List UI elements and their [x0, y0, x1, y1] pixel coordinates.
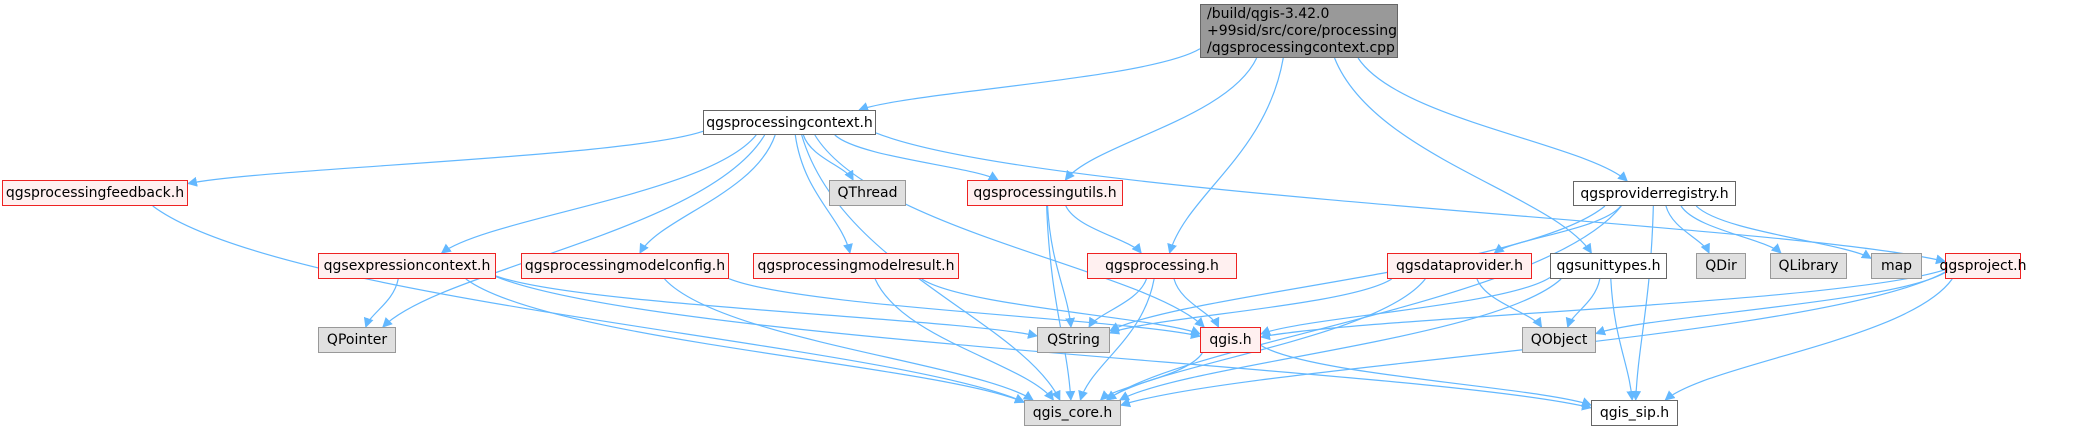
node-qdir[interactable]: QDir [1696, 253, 1746, 279]
node-label: qgis_sip.h [1599, 405, 1670, 421]
edge-ctx-to-qgis [814, 134, 1205, 328]
node-label: map [1880, 258, 1913, 274]
edge-ctx-to-qpointer [382, 134, 766, 328]
node-label: qgsprocessingmodelconfig.h [524, 258, 726, 274]
node-feedback[interactable]: qgsprocessingfeedback.h [2, 180, 188, 206]
node-modelconfig[interactable]: qgsprocessingmodelconfig.h [521, 253, 729, 279]
edge-qgis-to-sip [1260, 344, 1592, 407]
edge-root-to-utils [1064, 57, 1258, 181]
edge-modelconfig-to-qgis [728, 278, 1201, 340]
edge-root-to-unittypes [1334, 57, 1592, 254]
node-root[interactable]: /build/qgis-3.42.0+99sid/src/core/proces… [1200, 4, 1398, 58]
edge-project-to-sip [1664, 278, 1953, 401]
edge-root-to-registry [1357, 57, 1628, 182]
edge-exprctx-to-qpointer [363, 278, 399, 328]
edge-registry-to-dataprovider [1493, 205, 1622, 254]
node-label: QDir [1705, 258, 1737, 274]
edge-registry-to-sip [1631, 205, 1654, 401]
node-unittypes[interactable]: qgsunittypes.h [1550, 253, 1667, 279]
edge-unittypes-to-qgis [1260, 276, 1551, 336]
edge-unittypes-to-qobject [1565, 278, 1601, 328]
node-label: qgis.h [1209, 332, 1252, 348]
edge-exprctx-to-core [465, 278, 1025, 404]
node-core[interactable]: qgis_core.h [1024, 400, 1121, 426]
root-label-line: /build/qgis-3.42.0 [1207, 5, 1330, 22]
edge-ctx-to-core [801, 134, 1061, 401]
edge-registry-to-qdir [1665, 205, 1710, 254]
edge-ctx-to-modelconfig [639, 134, 776, 254]
node-label: qgsprocessingmodelresult.h [757, 258, 955, 274]
node-label: qgsproviderregistry.h [1580, 185, 1729, 202]
node-map[interactable]: map [1871, 253, 1922, 279]
node-exprctx[interactable]: qgsexpressioncontext.h [318, 253, 496, 279]
node-qobject[interactable]: QObject [1522, 327, 1596, 353]
edge-modelresult-to-qgis [921, 278, 1201, 336]
edge-unittypes-to-core [1119, 278, 1562, 401]
edge-modelresult-to-core [874, 278, 1054, 401]
node-sip[interactable]: qgis_sip.h [1591, 400, 1678, 426]
node-label: QPointer [326, 332, 388, 348]
node-dataprovider[interactable]: qgsdataprovider.h [1387, 253, 1532, 279]
node-ctx[interactable]: qgsprocessingcontext.h [703, 110, 876, 135]
node-label: qgsdataprovider.h [1396, 258, 1523, 274]
node-utils[interactable]: qgsprocessingutils.h [967, 180, 1123, 206]
edge-modelconfig-to-core [664, 278, 1034, 401]
node-label: qgsproject.h [1939, 258, 2027, 274]
edge-ctx-to-feedback [187, 130, 704, 187]
edge-utils-to-core [1046, 205, 1076, 401]
edge-ctx-to-project [875, 132, 1946, 265]
edge-project-to-qobject [1595, 272, 1946, 336]
edge-registry-to-map [1695, 205, 1872, 259]
node-qlibrary[interactable]: QLibrary [1770, 253, 1847, 279]
edge-project-to-qgis [1260, 269, 1946, 341]
node-label: QString [1047, 332, 1100, 348]
edge-ctx-to-modelresult [794, 134, 853, 254]
edge-exprctx-to-qstring [495, 275, 1038, 339]
node-label: qgsunittypes.h [1556, 258, 1661, 274]
node-modelresult[interactable]: qgsprocessingmodelresult.h [753, 253, 959, 279]
edge-root-to-processing [1167, 57, 1284, 254]
edge-unittypes-to-sip [1610, 278, 1637, 401]
node-label: qgsprocessing.h [1105, 258, 1219, 274]
node-registry[interactable]: qgsproviderregistry.h [1573, 181, 1736, 206]
node-processing[interactable]: qgsprocessing.h [1087, 253, 1237, 279]
node-qgis[interactable]: qgis.h [1200, 327, 1261, 353]
edge-qgis-to-core [1099, 352, 1203, 401]
edge-dataprovider-to-qstring [1109, 278, 1393, 335]
root-label-line: /qgsprocessingcontext.cpp [1207, 39, 1395, 56]
edge-registry-to-qstring [1109, 205, 1606, 332]
edge-ctx-to-qthread [802, 134, 854, 181]
edge-registry-to-qlibrary [1680, 205, 1782, 254]
edge-root-to-ctx [858, 48, 1201, 112]
edge-ctx-to-utils [834, 134, 999, 181]
edge-utils-to-qstring [1046, 205, 1076, 328]
node-label: qgis_core.h [1032, 405, 1113, 421]
node-qstring[interactable]: QString [1037, 327, 1110, 353]
edge-feedback-to-core [152, 205, 1025, 403]
edge-processing-to-core [1078, 278, 1155, 401]
node-label: qgsprocessingcontext.h [706, 114, 873, 131]
edge-utils-to-processing [1065, 205, 1142, 254]
node-label: qgsprocessingutils.h [973, 185, 1117, 201]
edge-ctx-to-exprctx [440, 134, 757, 254]
edge-processing-to-qstring [1088, 278, 1148, 328]
node-label: qgsprocessingfeedback.h [5, 185, 185, 201]
root-label-line: +99sid/src/core/processing [1207, 22, 1397, 39]
node-label: QLibrary [1778, 258, 1839, 274]
node-label: QObject [1530, 332, 1588, 348]
node-qpointer[interactable]: QPointer [318, 327, 396, 353]
node-label: qgsexpressioncontext.h [323, 258, 491, 274]
node-label: QThread [837, 185, 898, 201]
node-qthread[interactable]: QThread [829, 180, 906, 206]
node-project[interactable]: qgsproject.h [1940, 253, 2027, 279]
